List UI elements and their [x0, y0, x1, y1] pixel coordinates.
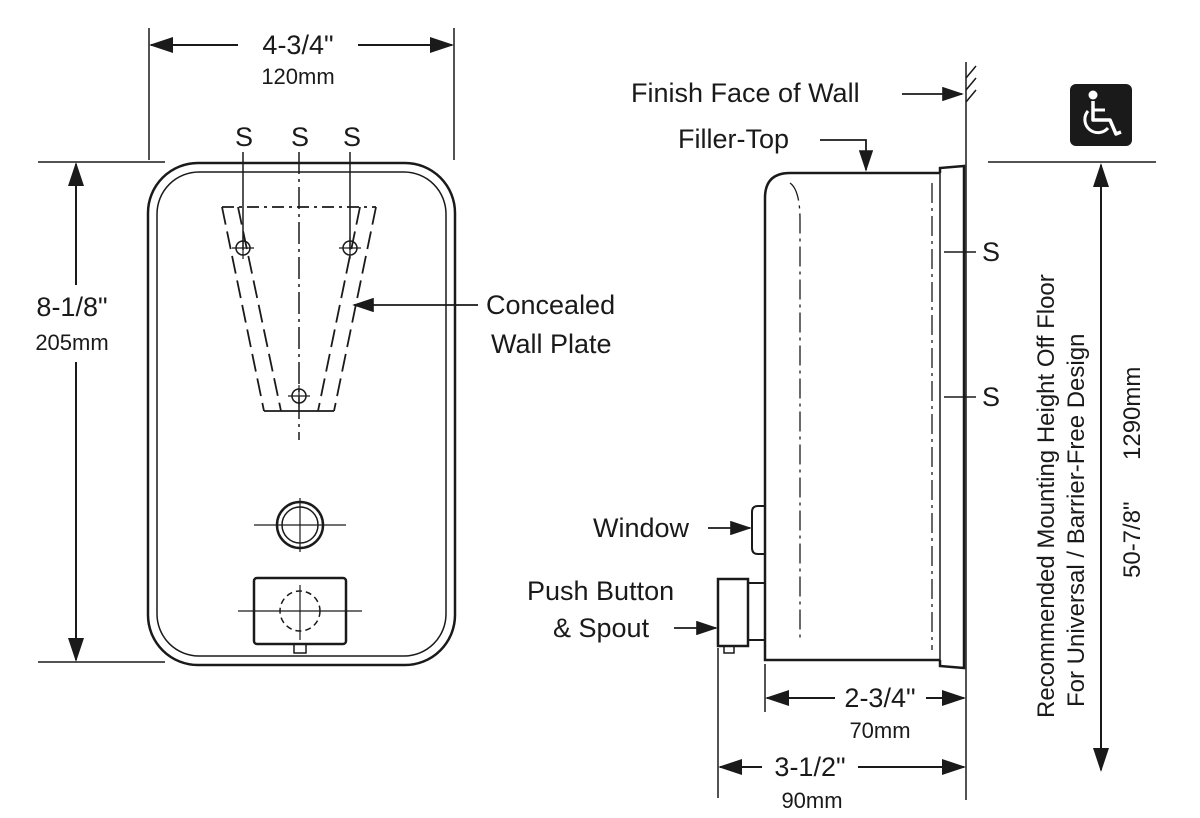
dispenser-side-flange — [938, 164, 966, 670]
side-screw-label-bottom: S — [982, 382, 1000, 412]
mounting-label-line1: Recommended Mounting Height Off Floor — [1033, 274, 1060, 718]
width-dimension-label: 4-3/4" — [262, 30, 333, 60]
dispenser-side-body — [763, 171, 940, 662]
screw-hole-right — [339, 237, 361, 259]
mounting-label-line2: For Universal / Barrier-Free Design — [1063, 334, 1090, 707]
screw-label-center: S — [291, 122, 309, 152]
finish-face-label: Finish Face of Wall — [631, 78, 860, 108]
dispenser-front-inner — [156, 171, 447, 657]
screw-label-right: S — [343, 122, 361, 152]
concealed-plate-label-2: Wall Plate — [491, 329, 612, 359]
total-depth-mm-label: 90mm — [781, 788, 842, 813]
wheelchair-icon — [1070, 84, 1132, 146]
dispenser-front-outer — [146, 161, 457, 667]
mounting-height: 50-7/8" 1290mm Recommended Mounting Heig… — [988, 84, 1156, 772]
filler-top-leader — [820, 139, 874, 172]
screw-hole-left — [232, 237, 254, 259]
side-window — [751, 505, 765, 555]
depth-dimension-label: 2-3/4" — [844, 683, 915, 713]
push-button-label-2: & Spout — [553, 613, 650, 643]
side-push-button — [716, 577, 766, 654]
width-mm-label: 120mm — [261, 64, 334, 89]
mounting-height-mm-label: 1290mm — [1119, 367, 1146, 460]
side-screw-label-top: S — [982, 237, 1000, 267]
height-dimension-label: 8-1/8" — [36, 292, 107, 322]
concealed-plate-label-1: Concealed — [486, 290, 615, 320]
front-push-button — [238, 576, 362, 654]
push-button-label-1: Push Button — [527, 576, 674, 606]
side-view: Finish Face of Wall Filler-Top S S Windo… — [527, 62, 1000, 813]
mounting-height-dim-label: 50-7/8" — [1119, 501, 1146, 578]
total-depth-dimension-label: 3-1/2" — [774, 752, 845, 782]
height-mm-label: 205mm — [35, 330, 108, 355]
depth-mm-label: 70mm — [849, 718, 910, 743]
screw-label-left: S — [235, 122, 253, 152]
filler-top-label: Filler-Top — [678, 124, 789, 154]
screw-hole-bottom — [288, 385, 310, 407]
front-view: 4-3/4" 120mm 8-1/8" 205mm S S S — [35, 28, 615, 667]
front-window — [254, 498, 346, 552]
window-label: Window — [593, 513, 690, 543]
